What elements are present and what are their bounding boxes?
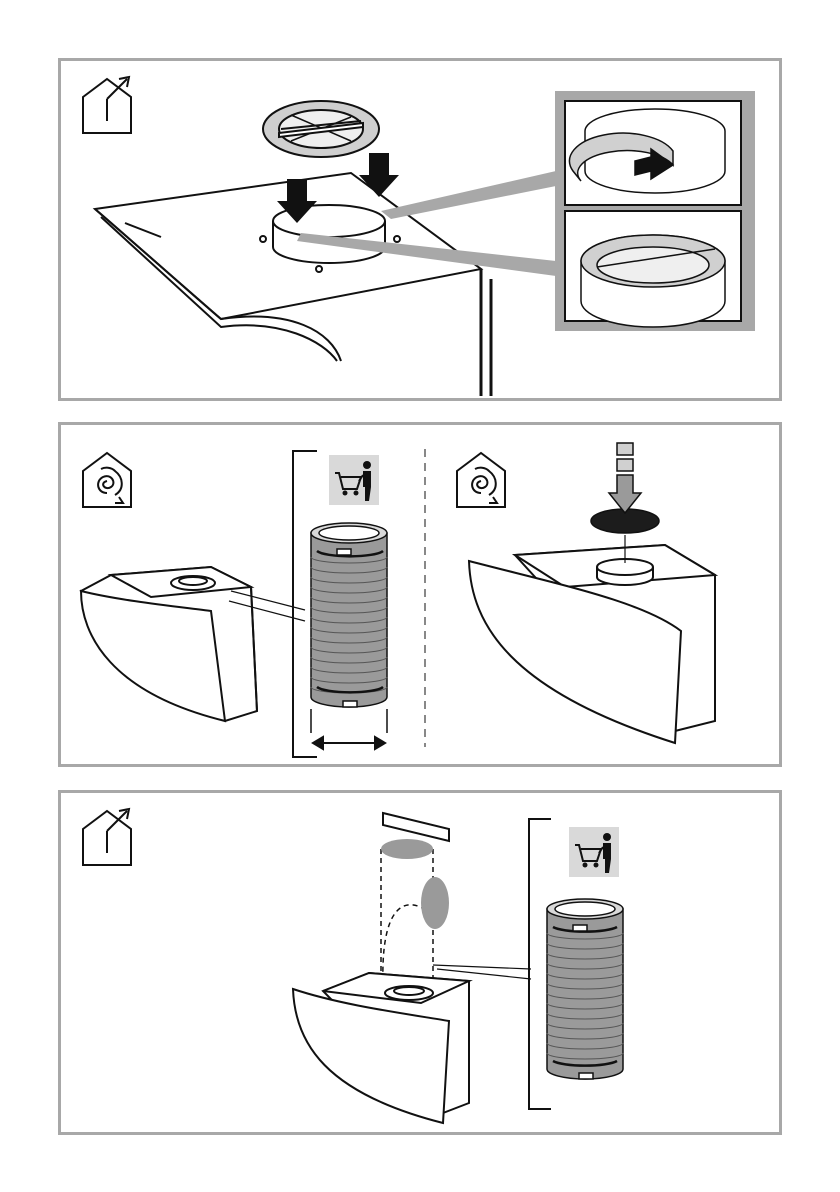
- house-ducted-exhaust-icon-3: [83, 809, 131, 865]
- detail-valve-fitted: [581, 235, 725, 327]
- detail-frame: [555, 91, 755, 331]
- diameter-arrow: [313, 737, 385, 749]
- flexible-duct: [311, 523, 387, 733]
- panel-recirculation: [58, 422, 782, 767]
- insert-filter-arrow: [609, 443, 641, 513]
- rear-outlet: [421, 877, 449, 929]
- house-ducted-exhaust-icon: [83, 77, 131, 133]
- hood-with-carbon-filter: [469, 545, 715, 743]
- top-outlet: [381, 839, 433, 859]
- hood-ducted: [293, 973, 469, 1123]
- panel-1-drawing: [61, 61, 785, 404]
- purchase-separately-cart-icon: [329, 455, 379, 505]
- hood-with-duct-left: [81, 567, 257, 721]
- house-recirculation-icon: [83, 453, 131, 507]
- panel-3-drawing: [61, 793, 785, 1138]
- house-recirculation-icon-2: [457, 453, 505, 507]
- flexible-duct-3: [547, 899, 623, 1079]
- callout-lines-duct: [433, 965, 531, 979]
- detail-valve-flap-insert: [569, 109, 725, 193]
- panel-2-drawing: [61, 425, 785, 770]
- panel-ducted-valve-install: [58, 58, 782, 401]
- wall-bracket: [383, 813, 449, 841]
- non-return-valve: [263, 101, 379, 157]
- panel-ducted-duct: [58, 790, 782, 1135]
- purchase-separately-cart-icon-3: [569, 827, 619, 877]
